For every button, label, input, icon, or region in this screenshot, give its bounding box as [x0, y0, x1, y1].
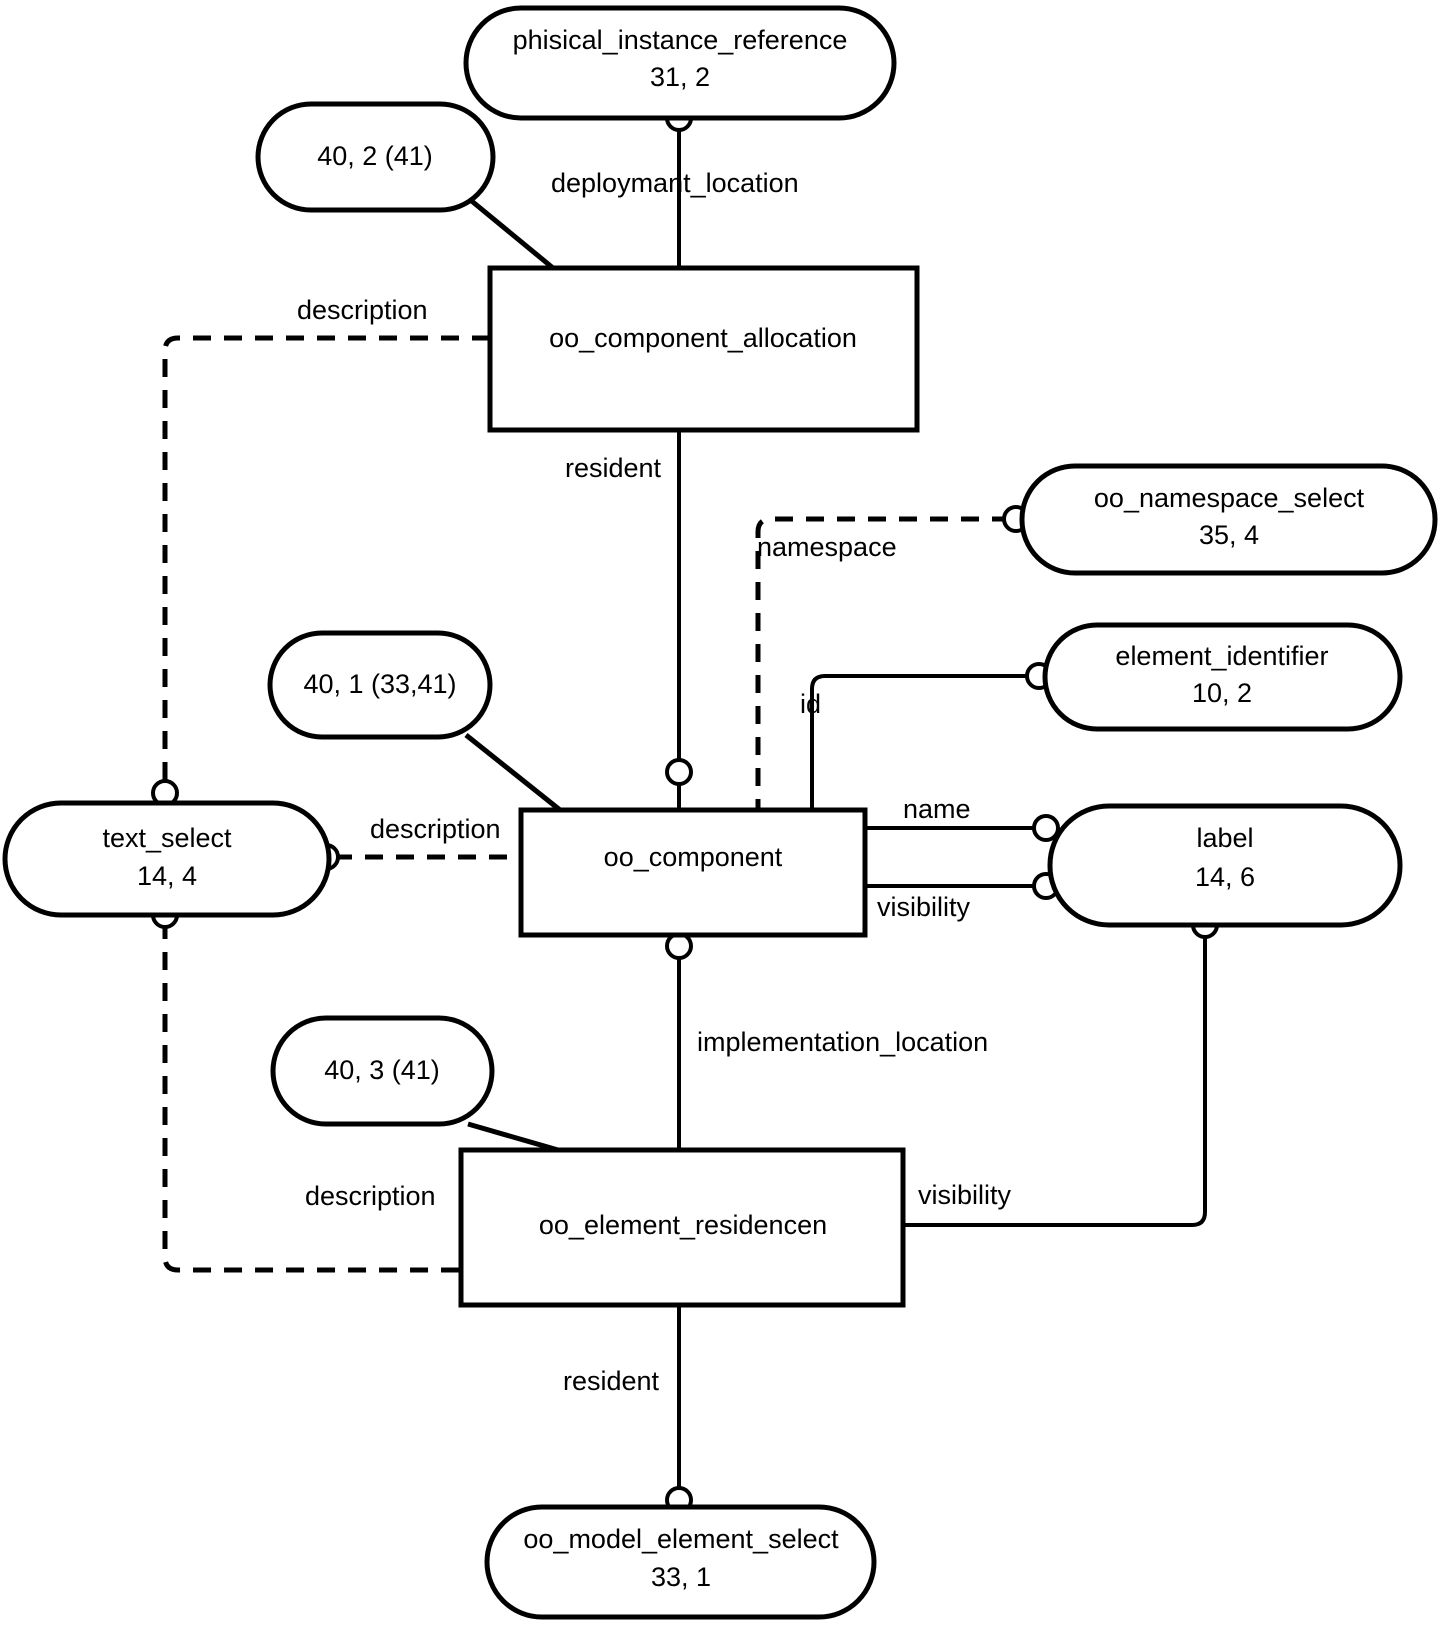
- entity-label-type[interactable]: label 14, 6: [1047, 803, 1403, 928]
- relationship-label-implementation-location: implementation_location: [697, 1027, 988, 1057]
- connection-implementation-location: [665, 932, 693, 1150]
- page-reference-label: 40, 1 (33,41): [303, 669, 456, 699]
- relationship-label-resident-residence: resident: [563, 1366, 660, 1396]
- entity-oo-namespace-select[interactable]: oo_namespace_select 35, 4: [1019, 463, 1438, 576]
- leader-line-40-3-41: [467, 1121, 559, 1153]
- entity-page-ref: 33, 1: [651, 1562, 711, 1592]
- entity-oo-component-allocation[interactable]: oo_component_allocation: [487, 265, 920, 433]
- entity-page-ref: 14, 6: [1195, 862, 1255, 892]
- page-reference-label: 40, 3 (41): [324, 1055, 440, 1085]
- entity-oo-model-element-select[interactable]: oo_model_element_select 33, 1: [484, 1504, 877, 1620]
- entity-phisical-instance-reference[interactable]: phisical_instance_reference 31, 2: [463, 5, 897, 121]
- entity-page-ref: 14, 4: [137, 861, 197, 891]
- relationship-label-visibility-component: visibility: [877, 892, 971, 922]
- relationship-label-resident-allocation: resident: [565, 453, 662, 483]
- connection-resident-allocation: [665, 430, 693, 810]
- entity-text-select[interactable]: text_select 14, 4: [2, 800, 332, 918]
- entity-label: label: [1196, 823, 1253, 853]
- leader-line-40-1-33-41: [464, 733, 562, 812]
- entity-label: oo_component: [604, 842, 783, 872]
- entity-label: oo_model_element_select: [523, 1524, 839, 1554]
- entity-oo-element-residencen[interactable]: oo_element_residencen: [458, 1147, 906, 1308]
- entity-label: oo_component_allocation: [549, 323, 857, 353]
- entity-label: text_select: [102, 823, 232, 853]
- entity-page-ref: 35, 4: [1199, 520, 1259, 550]
- relationship-label-description-allocation: description: [297, 295, 428, 325]
- connection-name: [865, 814, 1060, 842]
- entity-element-identifier[interactable]: element_identifier 10, 2: [1042, 622, 1403, 732]
- leader-line-40-2-41: [466, 196, 555, 270]
- connection-visibility-residence: [903, 911, 1219, 1227]
- connection-description-component: [312, 843, 543, 871]
- page-reference-40-3-41[interactable]: 40, 3 (41): [270, 1015, 495, 1127]
- page-reference-40-2-41[interactable]: 40, 2 (41): [255, 101, 496, 213]
- page-reference-40-1-33-41[interactable]: 40, 1 (33,41): [267, 630, 493, 740]
- relationship-label-description-component: description: [370, 814, 501, 844]
- connection-description-allocation: [151, 335, 490, 807]
- entity-label: oo_element_residencen: [539, 1210, 827, 1240]
- connection-resident-residence: [665, 1305, 693, 1514]
- entity-label: oo_namespace_select: [1094, 483, 1365, 513]
- relationship-label-deploymant-location: deploymant_location: [551, 168, 799, 198]
- connection-id: [810, 662, 1053, 810]
- relationship-label-visibility-residence: visibility: [918, 1180, 1012, 1210]
- relationship-label-namespace: namespace: [757, 532, 897, 562]
- entity-label: element_identifier: [1115, 641, 1328, 671]
- entity-label: phisical_instance_reference: [513, 25, 848, 55]
- relationship-label-id: id: [800, 689, 821, 719]
- entity-page-ref: 31, 2: [650, 62, 710, 92]
- entity-page-ref: 10, 2: [1192, 678, 1252, 708]
- page-reference-label: 40, 2 (41): [317, 141, 433, 171]
- relationship-label-name: name: [903, 794, 971, 824]
- relationship-label-description-residence: description: [305, 1181, 436, 1211]
- entity-oo-component[interactable]: oo_component: [518, 807, 868, 938]
